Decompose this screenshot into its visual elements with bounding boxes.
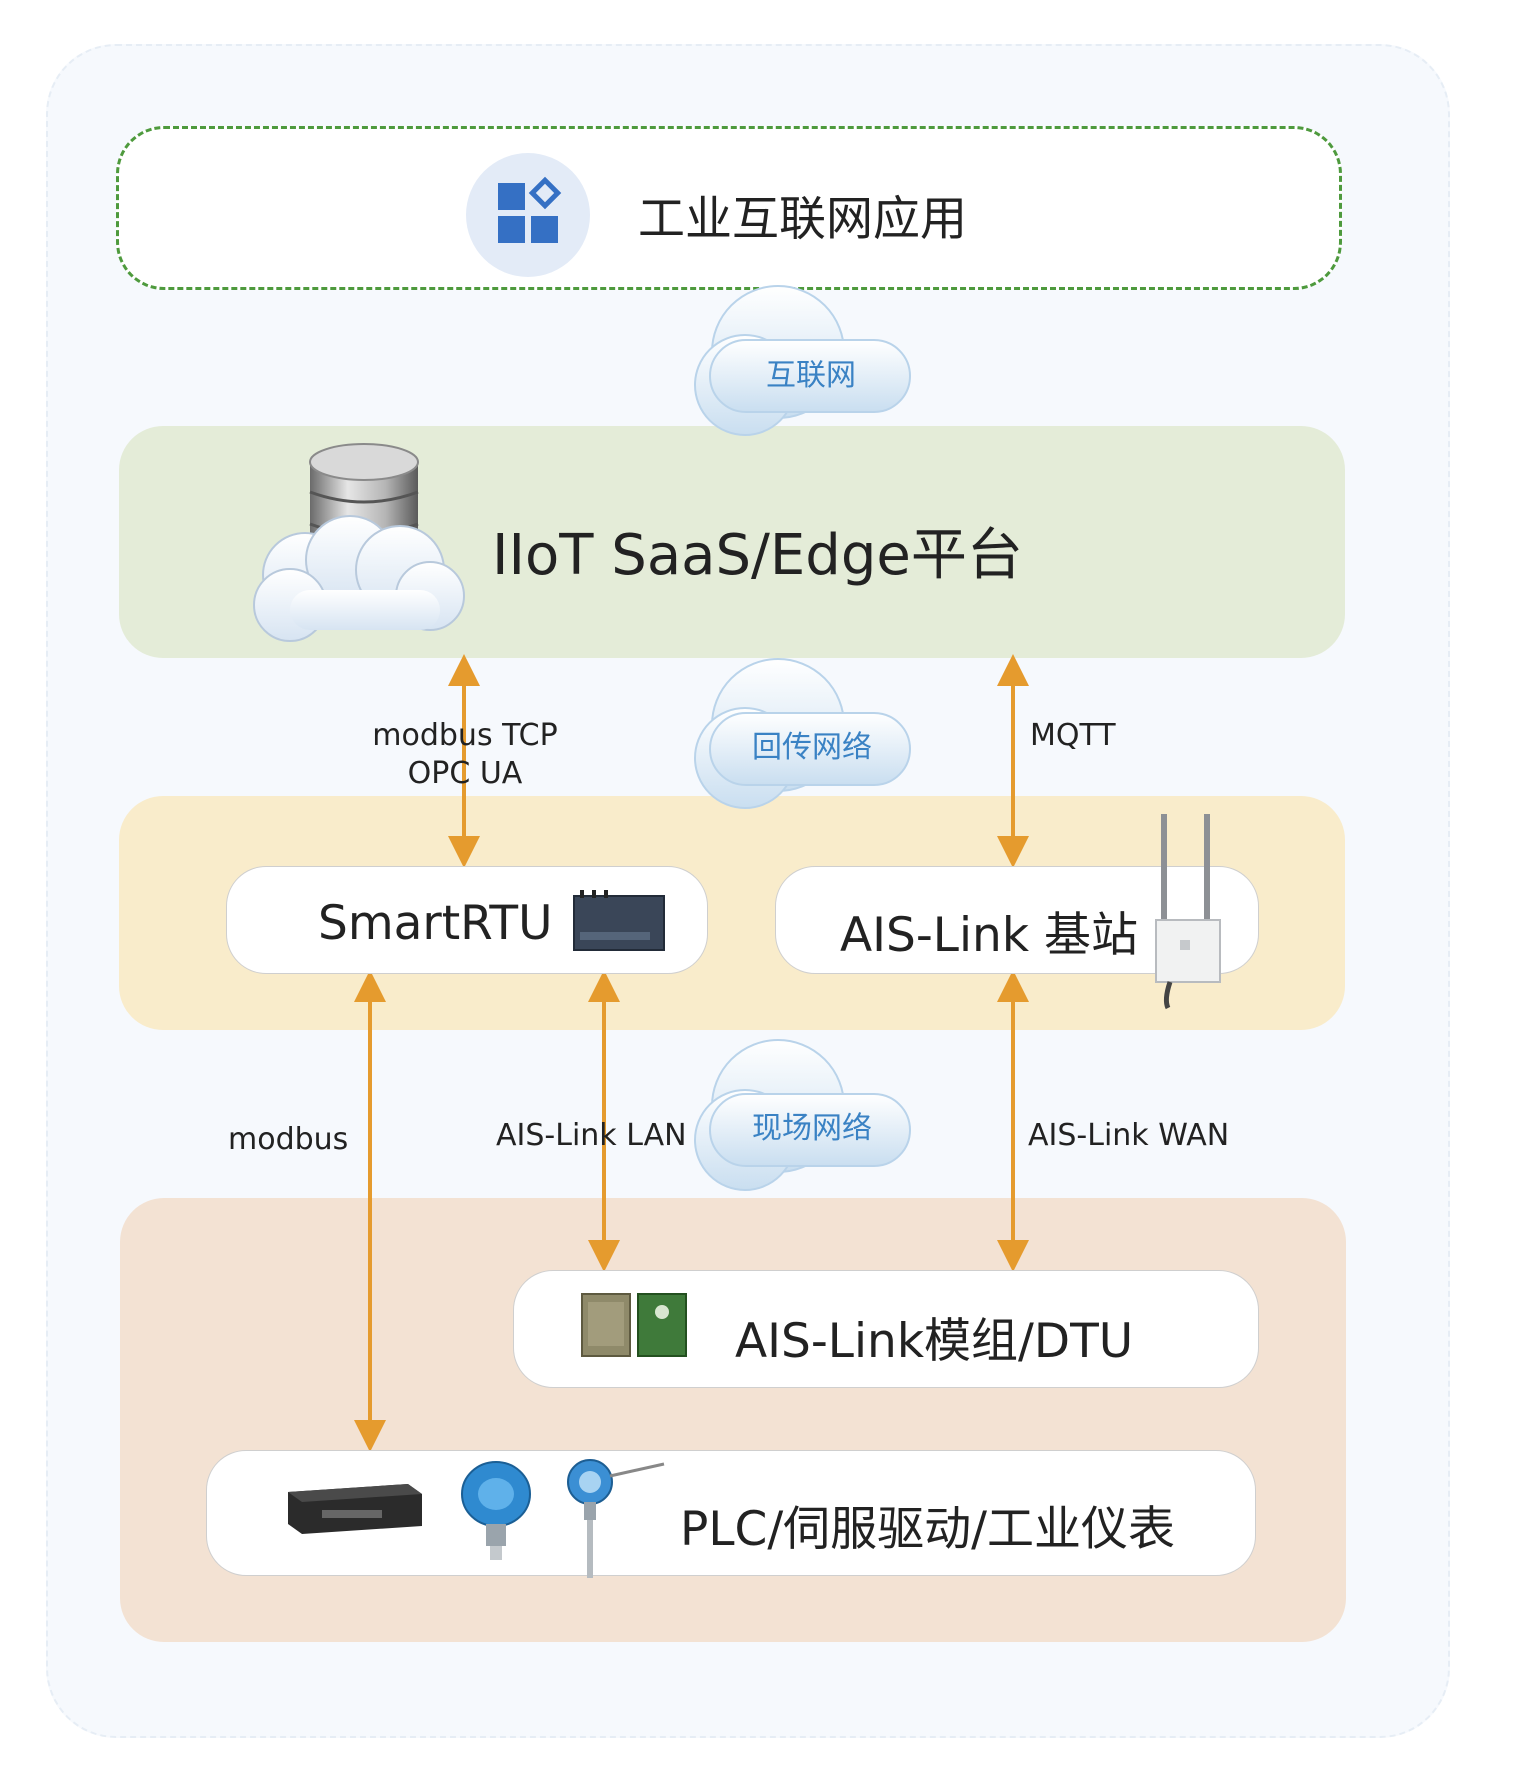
module-board-icon (581, 1293, 687, 1357)
backhaul-cloud-label: 回传网络 (752, 730, 872, 765)
app-grid-icon (466, 153, 590, 277)
plc-box-icon (288, 1484, 422, 1534)
module-dtu-label: AIS-Link模组/DTU (735, 1314, 1134, 1369)
backhaul-cloud-icon (694, 658, 911, 809)
link-label-modbus: modbus (228, 1122, 349, 1157)
pressure-transmitter-icon (461, 1461, 531, 1560)
smartrtu-label: SmartRTU (318, 896, 553, 951)
platform-title: IIoT SaaS/Edge平台 (492, 523, 1023, 588)
base-station-device-icon (1155, 814, 1221, 1010)
database-cloud-icon (253, 443, 465, 642)
link-label-mqtt: MQTT (1030, 718, 1116, 753)
field-cloud-icon (694, 1039, 911, 1191)
application-layer-box (116, 126, 1342, 290)
smartrtu-device-icon (573, 890, 665, 951)
base-station-label: AIS-Link 基站 (840, 908, 1138, 963)
link-label-opc-ua: OPC UA (407, 756, 523, 791)
internet-cloud-label: 互联网 (766, 358, 856, 393)
application-layer-title: 工业互联网应用 (638, 192, 967, 247)
link-label-lan: AIS-Link LAN (496, 1118, 687, 1153)
plc-devices-label: PLC/伺服驱动/工业仪表 (680, 1502, 1176, 1557)
link-label-wan: AIS-Link WAN (1028, 1118, 1230, 1153)
internet-cloud-icon (694, 285, 911, 436)
temperature-transmitter-icon (567, 1459, 665, 1578)
link-label-modbus-tcp: modbus TCP (372, 718, 558, 753)
field-cloud-label: 现场网络 (752, 1111, 872, 1146)
